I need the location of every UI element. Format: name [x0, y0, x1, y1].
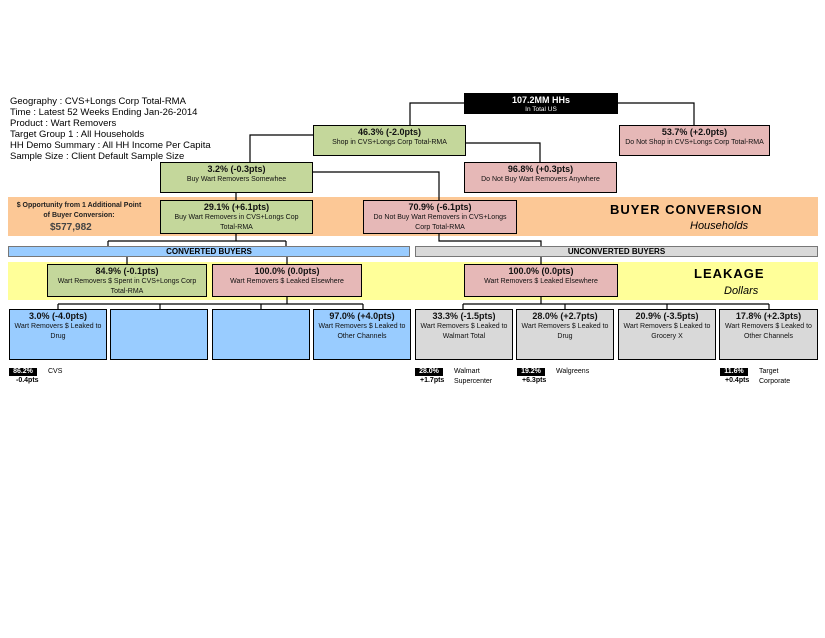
filter-demo-summary: HH Demo Summary : All HH Income Per Capi… — [10, 140, 211, 151]
node-value: 107.2MM HHs — [511, 95, 571, 105]
retailer-delta: -0.4pts — [16, 377, 39, 384]
converted-buyers-header: CONVERTED BUYERS — [8, 246, 410, 257]
node-label: Shop in CVS+Longs Corp Total-RMA — [332, 139, 447, 146]
node-value: 53.7% (+2.0pts) — [661, 127, 728, 137]
node-label: Wart Removers $ Spent in CVS+Longs Corp … — [57, 278, 197, 295]
leakage-title: LEAKAGE — [694, 266, 765, 281]
node-value: 3.0% (-4.0pts) — [28, 311, 88, 321]
node-value: 70.9% (-6.1pts) — [408, 202, 472, 212]
opportunity-label: $ Opportunity from 1 Additional Point of… — [16, 202, 142, 219]
channel-box[interactable]: 97.0% (+4.0pts) Wart Removers $ Leaked to… — [313, 309, 411, 360]
retailer-name: CVS — [48, 368, 63, 375]
node-label: Wart Removers $ Leaked to Grocery X — [623, 323, 711, 340]
retailer-share: 86.2% — [9, 368, 37, 376]
node-value: 20.9% (-3.5pts) — [635, 311, 699, 321]
filter-geography: Geography : CVS+Longs Corp Total-RMA — [10, 96, 186, 107]
node-label: Wart Removers $ Leaked to Drug — [14, 323, 102, 340]
channel-box[interactable]: 3.0% (-4.0pts) Wart Removers $ Leaked to … — [9, 309, 107, 360]
node-buy-somewhere[interactable]: 3.2% (-0.3pts) Buy Wart Removers Somewhee — [160, 162, 313, 193]
node-value: 17.8% (+2.3pts) — [735, 311, 802, 321]
node-shop[interactable]: 46.3% (-2.0pts) Shop in CVS+Longs Corp To… — [313, 125, 466, 156]
retailer-delta: +1.7pts — [420, 377, 445, 384]
filter-target-group: Target Group 1 : All Households — [10, 129, 145, 140]
node-value: 97.0% (+4.0pts) — [329, 311, 395, 321]
channel-box[interactable]: 28.0% (+2.7pts) Wart Removers $ Leaked to… — [516, 309, 614, 360]
opportunity-value: $577,982 — [50, 222, 92, 233]
filter-product: Product : Wart Removers — [10, 118, 117, 129]
node-label: Wart Removers $ Leaked Elsewhere — [230, 278, 344, 285]
node-buy-in-retailer[interactable]: 29.1% (+6.1pts) Buy Wart Removers in CVS+… — [160, 200, 313, 234]
retailer-share: 28.0% — [415, 368, 443, 376]
node-value: 29.1% (+6.1pts) — [203, 202, 270, 212]
node-label: Wart Removers $ Leaked to Drug — [521, 323, 609, 340]
node-value: 3.2% (-0.3pts) — [207, 164, 266, 174]
retailer-name: Walmart Supercenter — [454, 368, 493, 385]
retailer-delta: +0.4pts — [725, 377, 750, 384]
unconverted-buyers-header: UNCONVERTED BUYERS — [415, 246, 818, 257]
node-label: Do Not Shop in CVS+Longs Corp Total-RMA — [625, 139, 764, 146]
report-filters: Geography : CVS+Longs Corp Total-RMA Tim… — [10, 96, 211, 162]
channel-box[interactable] — [212, 309, 310, 360]
retailer-name: Target Corporate — [759, 368, 791, 385]
node-label: Do Not Buy Wart Removers Anywhere — [481, 176, 600, 183]
retailer-name: Walgreens — [556, 368, 590, 375]
node-no-buy-anywhere[interactable]: 96.8% (+0.3pts) Do Not Buy Wart Removers … — [464, 162, 617, 193]
node-value: 46.3% (-2.0pts) — [357, 127, 422, 137]
channel-box[interactable]: 33.3% (-1.5pts) Wart Removers $ Leaked to… — [415, 309, 513, 360]
node-converted-leaked-elsewhere[interactable]: 100.0% (0.0pts) Wart Removers $ Leaked El… — [212, 264, 362, 297]
leakage-subtitle: Dollars — [724, 285, 759, 297]
retailer-share: 11.6% — [720, 368, 748, 376]
node-spent-in-retailer[interactable]: 84.9% (-0.1pts) Wart Removers $ Spent in … — [47, 264, 207, 297]
filter-sample-size: Sample Size : Client Default Sample Size — [10, 151, 185, 162]
node-value: 96.8% (+0.3pts) — [507, 164, 574, 174]
channel-box[interactable] — [110, 309, 208, 360]
buyer-conversion-title: BUYER CONVERSION — [610, 202, 763, 217]
retailer-share: 19.2% — [517, 368, 545, 376]
node-no-shop[interactable]: 53.7% (+2.0pts) Do Not Shop in CVS+Longs … — [619, 125, 770, 156]
node-label: Do Not Buy Wart Removers in CVS+Longs Co… — [373, 214, 507, 231]
node-value: 100.0% (0.0pts) — [508, 266, 574, 276]
node-unconverted-leaked-elsewhere[interactable]: 100.0% (0.0pts) Wart Removers $ Leaked El… — [464, 264, 618, 297]
channel-box[interactable]: 17.8% (+2.3pts) Wart Removers $ Leaked to… — [719, 309, 818, 360]
node-label: Wart Removers $ Leaked Elsewhere — [484, 278, 598, 285]
filter-time: Time : Latest 52 Weeks Ending Jan-26-201… — [10, 107, 198, 118]
retailer-delta: +6.3pts — [522, 377, 547, 384]
node-label: Wart Removers $ Leaked to Walmart Total — [420, 323, 508, 340]
buyer-conversion-subtitle: Households — [690, 220, 749, 232]
node-value: 28.0% (+2.7pts) — [532, 311, 598, 321]
node-total-hhs[interactable]: 107.2MM HHs In Total US — [464, 93, 618, 114]
node-label: Buy Wart Removers Somewhee — [186, 176, 287, 183]
node-label: In Total US — [525, 106, 557, 113]
node-label: Wart Removers $ Leaked to Other Channels — [725, 323, 812, 340]
node-no-buy-in-retailer[interactable]: 70.9% (-6.1pts) Do Not Buy Wart Removers … — [363, 200, 517, 234]
node-label: Buy Wart Removers in CVS+Longs Cop Total… — [174, 214, 299, 231]
node-label: Wart Removers $ Leaked to Other Channels — [318, 323, 406, 340]
node-value: 33.3% (-1.5pts) — [432, 311, 496, 321]
channel-box[interactable]: 20.9% (-3.5pts) Wart Removers $ Leaked to… — [618, 309, 716, 360]
node-value: 100.0% (0.0pts) — [254, 266, 320, 276]
node-value: 84.9% (-0.1pts) — [95, 266, 159, 276]
